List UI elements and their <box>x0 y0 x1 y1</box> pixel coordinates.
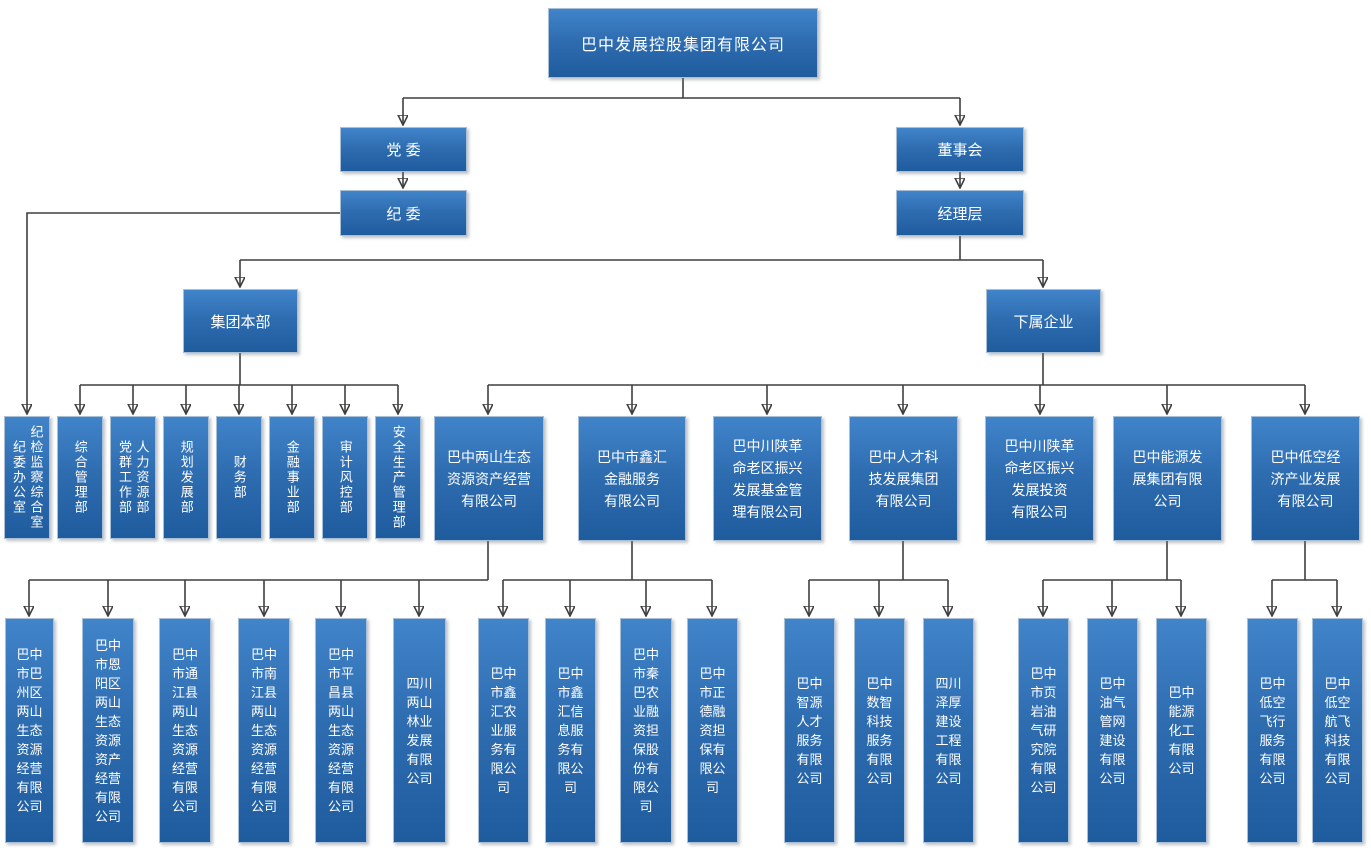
node-label: 纪 委 <box>386 205 421 223</box>
dept-label: 综合管理部 <box>72 440 88 515</box>
sub-low-altitude-flight: 巴中低空飞行服务有限公司 <box>1247 618 1298 843</box>
company-label: 巴中川陕革 命老区振兴 发展投资 有限公司 <box>1004 437 1075 520</box>
dept-label: 人力资源部 党群工作部 <box>117 440 150 515</box>
sub-energy-chemical: 巴中能源化工有限公司 <box>1156 618 1207 843</box>
sub-qinba-guarantee: 巴中市秦巴农业融资担保股份有限公司 <box>620 618 672 843</box>
sub-zhengde-guarantee: 巴中市正德融资担保有限公司 <box>687 618 738 843</box>
sub-shuzhi-tech: 巴中数智科技服务有限公司 <box>854 618 905 843</box>
node-subsidiary-enterprises: 下属企业 <box>986 289 1101 353</box>
company-label: 巴中能源发 展集团有限 公司 <box>1132 448 1203 509</box>
company-label: 巴中市鑫汇 金融服务 有限公司 <box>597 448 667 509</box>
dept-audit-risk-control: 审计风控部 <box>322 416 368 539</box>
node-management-team: 经理层 <box>896 190 1024 236</box>
company-chuanshan-fund-management: 巴中川陕革 命老区振兴 发展基金管 理有限公司 <box>713 416 822 541</box>
dept-label: 金融事业部 <box>284 440 300 515</box>
sub-xinhui-information: 巴中市鑫汇信息服务有限公司 <box>545 618 596 843</box>
company-energy-development: 巴中能源发 展集团有限 公司 <box>1113 416 1222 541</box>
company-label: 巴中人才科 技发展集团 有限公司 <box>868 448 939 509</box>
dept-discipline-inspection-office: 纪检监察综合室 纪委办公室 <box>4 416 50 539</box>
dept-label: 安全生产管理部 <box>390 425 406 530</box>
sub-enyang-liangshan: 巴中市恩阳区两山生态资源资产经营有限公司 <box>82 618 134 843</box>
company-xinhui-financial: 巴中市鑫汇 金融服务 有限公司 <box>578 416 686 541</box>
node-label: 巴中发展控股集团有限公司 <box>580 37 785 54</box>
node-label: 经理层 <box>937 205 983 223</box>
company-label: 巴中低空经 济产业发展 有限公司 <box>1270 448 1341 509</box>
dept-label: 审计风控部 <box>337 440 353 515</box>
node-group-headquarters: 集团本部 <box>183 289 298 353</box>
sub-xinhui-agriculture: 巴中市鑫汇农业服务有限公司 <box>478 618 529 843</box>
dept-planning-development: 规划发展部 <box>163 416 209 539</box>
node-label: 党 委 <box>386 142 421 159</box>
node-discipline-committee: 纪 委 <box>340 190 467 236</box>
node-board-of-directors: 董事会 <box>896 127 1024 172</box>
company-chuanshan-investment: 巴中川陕革 命老区振兴 发展投资 有限公司 <box>985 416 1094 541</box>
dept-label: 规划发展部 <box>178 440 194 515</box>
node-party-committee: 党 委 <box>340 127 467 172</box>
company-label: 巴中川陕革 命老区振兴 发展基金管 理有限公司 <box>732 437 803 520</box>
sub-zehou-construction: 四川泽厚建设工程有限公司 <box>923 618 974 843</box>
dept-finance: 财务部 <box>216 416 262 539</box>
dept-safety-production: 安全生产管理部 <box>375 416 421 539</box>
sub-oil-gas-pipeline: 巴中油气管网建设有限公司 <box>1087 618 1138 843</box>
node-group-root: 巴中发展控股集团有限公司 <box>548 8 818 78</box>
node-label: 集团本部 <box>210 313 271 331</box>
dept-hr-party-affairs: 人力资源部 党群工作部 <box>110 416 156 539</box>
company-liangshan-eco-resources: 巴中两山生态 资源资产经营 有限公司 <box>434 416 544 541</box>
company-talent-tech-group: 巴中人才科 技发展集团 有限公司 <box>849 416 958 541</box>
sub-nanjiang-liangshan: 巴中市南江县两山生态资源经营有限公司 <box>238 618 290 843</box>
dept-label: 纪检监察综合室 纪委办公室 <box>11 425 44 530</box>
sub-sichuan-liangshan-forestry: 四川两山林业发展有限公司 <box>393 618 446 843</box>
sub-bazhou-liangshan: 巴中市巴州区两山生态资源经营有限公司 <box>5 618 54 843</box>
dept-general-management: 综合管理部 <box>57 416 103 539</box>
node-label: 董事会 <box>937 142 983 159</box>
node-label: 下属企业 <box>1013 313 1074 331</box>
sub-tongjiang-liangshan: 巴中市通江县两山生态资源经营有限公司 <box>159 618 211 843</box>
sub-pingchang-liangshan: 巴中市平昌县两山生态资源经营有限公司 <box>315 618 367 843</box>
sub-zhiyuan-talent: 巴中智源人才服务有限公司 <box>784 618 835 843</box>
dept-label: 财务部 <box>231 455 247 500</box>
company-low-altitude-economy: 巴中低空经 济产业发展 有限公司 <box>1251 416 1360 541</box>
sub-shale-gas-institute: 巴中市页岩油气研究院有限公司 <box>1018 618 1069 843</box>
dept-financial-business: 金融事业部 <box>269 416 315 539</box>
sub-low-altitude-hangfei: 巴中低空航飞科技有限公司 <box>1312 618 1363 843</box>
company-label: 巴中两山生态 资源资产经营 有限公司 <box>447 448 531 509</box>
